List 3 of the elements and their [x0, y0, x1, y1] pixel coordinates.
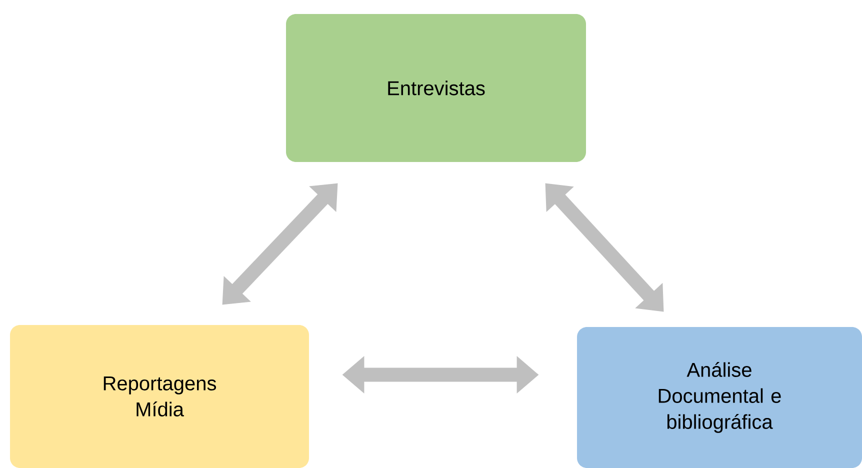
process-box: Análise Documental e bibliográfica [577, 326, 862, 468]
process-box: Entrevistas [286, 14, 586, 162]
process-box: Reportagens Mídia [10, 324, 309, 468]
